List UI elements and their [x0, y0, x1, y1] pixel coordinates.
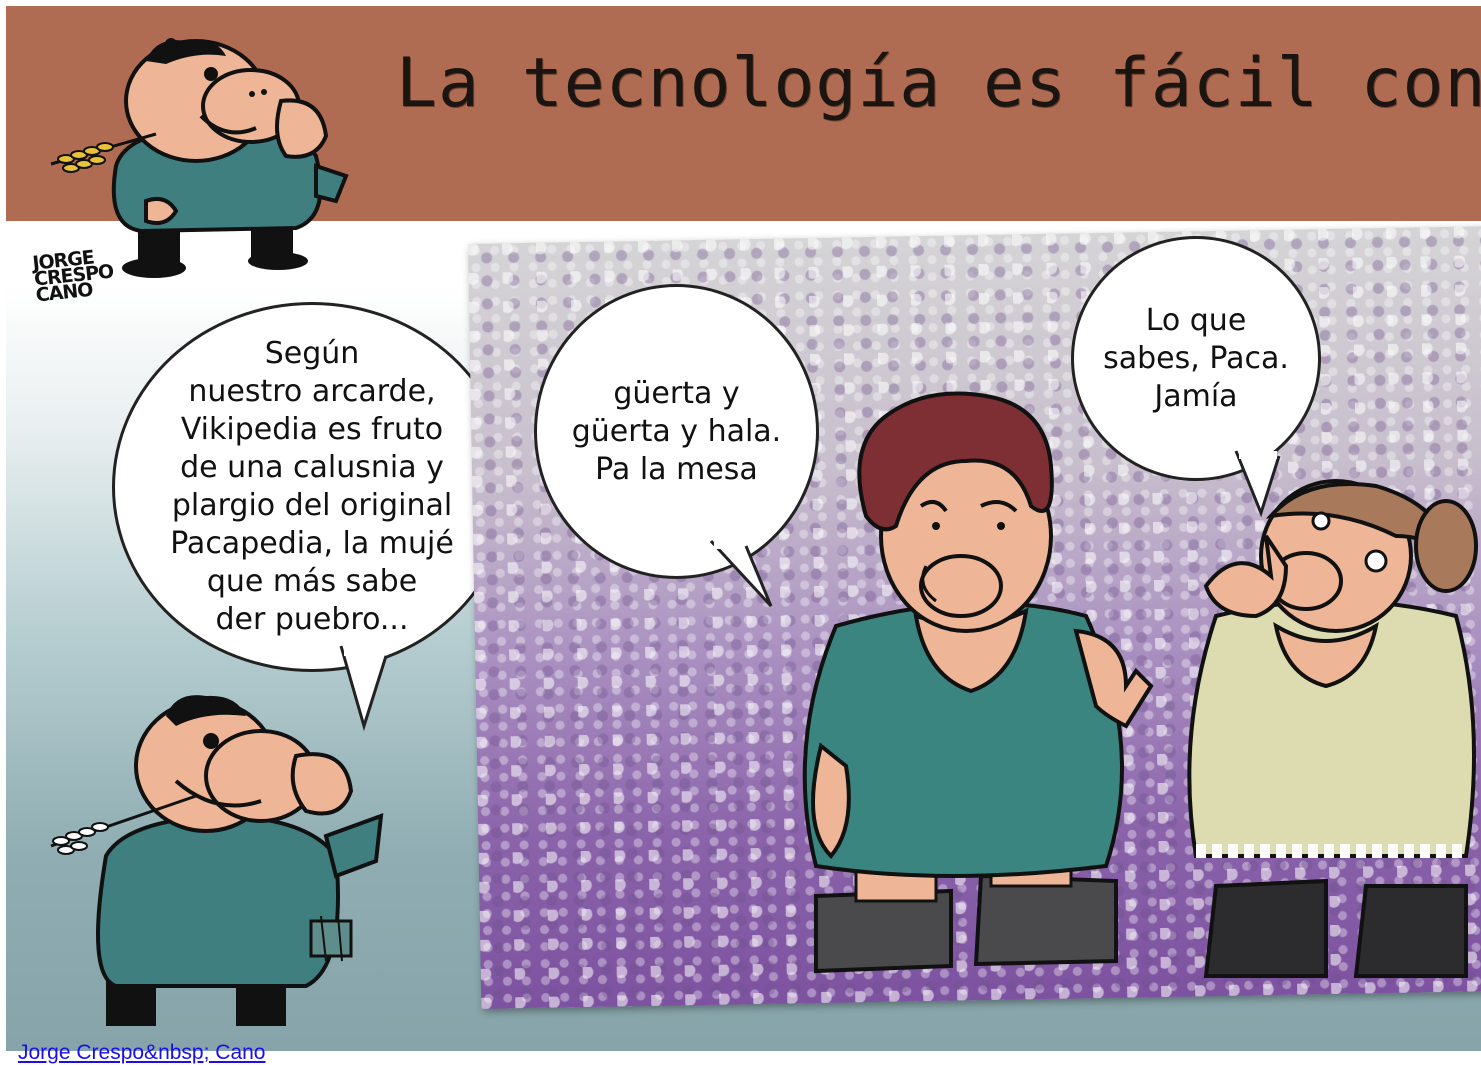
author-credit-link[interactable]: Jorge Crespo&nbsp; Cano: [18, 1041, 266, 1064]
speech-bubble-narrator: Según nuestro arcarde, Vikipedia es frut…: [112, 302, 512, 672]
jamia-woman-illustration: [1187, 479, 1478, 978]
speech-bubble-tail: [339, 645, 388, 732]
paca-woman-illustration: [802, 391, 1154, 974]
lur-mascot-top-illustration: [50, 38, 349, 278]
lur-mascot-bottom-illustration: [50, 695, 384, 1026]
speech-bubble-text: güerta y güerta y hala. Pa la mesa: [571, 375, 782, 487]
speech-bubble-paca: güerta y güerta y hala. Pa la mesa: [534, 284, 819, 579]
speech-bubble-text: Según nuestro arcarde, Vikipedia es frut…: [170, 336, 454, 637]
speech-bubble-tail: [709, 539, 773, 608]
artist-signature: JORGE CRESPO CANO: [31, 246, 127, 306]
comic-title: La tecnología es fácil con Lur: [396, 44, 1481, 123]
comic-strip: La tecnología es fácil con Lur: [6, 6, 1481, 1051]
speech-bubble-text: Lo que sabes, Paca. Jamía: [1103, 302, 1289, 414]
speech-bubble-jamia: Lo que sabes, Paca. Jamía: [1071, 236, 1321, 481]
speech-bubble-tail: [1234, 450, 1281, 518]
